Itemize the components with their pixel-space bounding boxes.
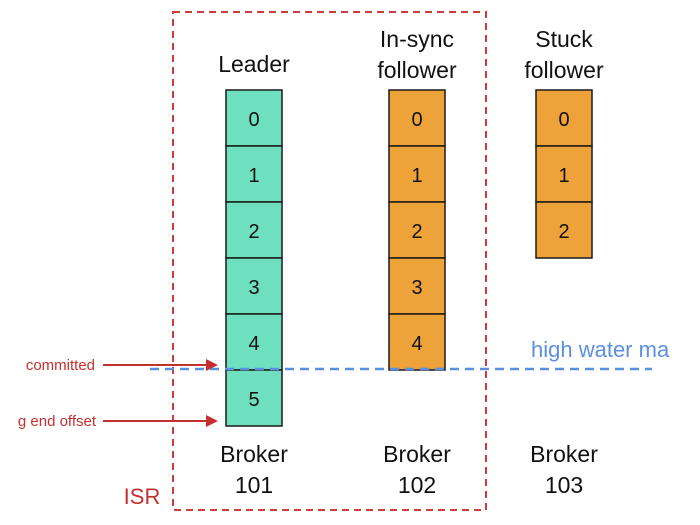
log-offset-cell (388, 145, 446, 203)
log-offset-cell (388, 313, 446, 371)
log-offset-cell (535, 201, 593, 259)
log-offset-number: 1 (558, 165, 569, 187)
log-offset-cell (225, 89, 283, 147)
broker-name-label: Broker (220, 441, 288, 467)
broker-name-label: Broker (383, 441, 451, 467)
log-offset-number: 0 (248, 109, 259, 131)
broker-role-label: follower (377, 57, 457, 83)
high-water-mark-label: high water ma (531, 337, 670, 362)
log-offset-cell (535, 145, 593, 203)
log-offset-cell (388, 201, 446, 259)
log-offset-number: 2 (558, 221, 569, 243)
log-offset-cell (225, 369, 283, 427)
log-offset-cell (225, 257, 283, 315)
log-offset-number: 5 (248, 389, 259, 411)
log-offset-cell (388, 89, 446, 147)
committed-label: committed (26, 357, 95, 374)
broker-name-label: Broker (530, 441, 598, 467)
broker-name-label: 101 (235, 472, 273, 498)
log-offset-number: 1 (411, 165, 422, 187)
log-offset-cell (535, 89, 593, 147)
log-end-offset-arrow-head (206, 415, 218, 427)
log-end-offset-label: g end offset (18, 413, 97, 430)
broker-name-label: 103 (545, 472, 583, 498)
log-offset-cell (225, 313, 283, 371)
log-offset-number: 0 (558, 109, 569, 131)
isr-label: ISR (124, 484, 161, 509)
log-offset-number: 2 (411, 221, 422, 243)
log-offset-number: 4 (248, 333, 259, 355)
log-offset-number: 3 (248, 277, 259, 299)
log-offset-number: 1 (248, 165, 259, 187)
isr-boundary (172, 11, 487, 511)
log-offset-number: 2 (248, 221, 259, 243)
broker-role-label: follower (524, 57, 604, 83)
log-offset-number: 3 (411, 277, 422, 299)
broker-role-label: Stuck (535, 26, 593, 52)
broker-name-label: 102 (398, 472, 436, 498)
log-offset-number: 4 (411, 333, 422, 355)
log-offset-cell (225, 145, 283, 203)
broker-role-label: Leader (218, 51, 290, 77)
committed-arrow-head (206, 359, 218, 371)
broker-role-label: In-sync (380, 26, 454, 52)
log-offset-cell (388, 257, 446, 315)
log-offset-number: 0 (411, 109, 422, 131)
